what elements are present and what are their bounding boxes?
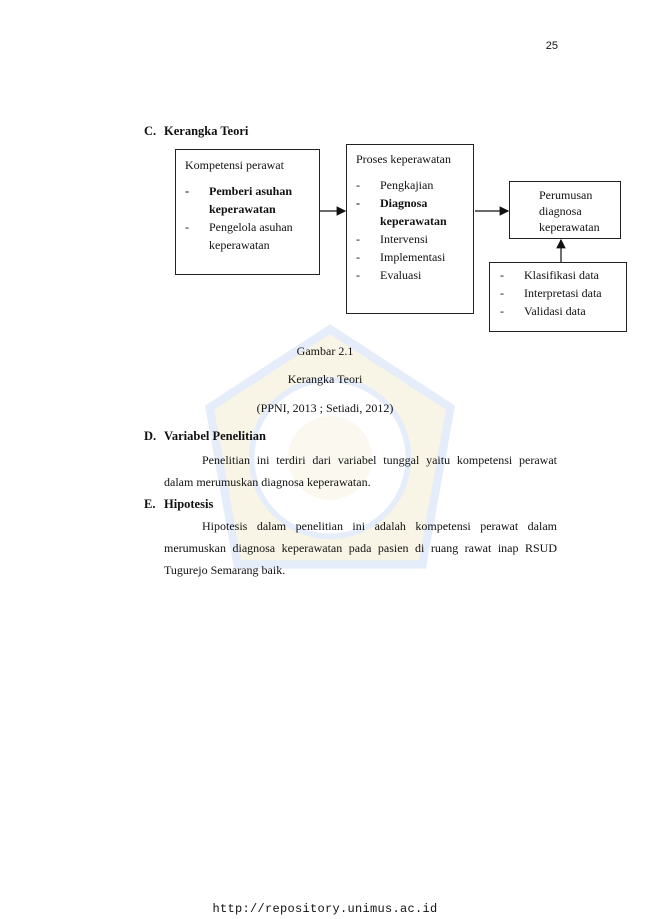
klasifikasi-item: Interpretasi data <box>500 284 616 302</box>
proses-item: Pengkajian <box>356 176 464 194</box>
section-c-number: C. <box>144 124 157 138</box>
section-d-paragraph: Penelitian ini terdiri dari variabel tun… <box>164 453 557 489</box>
section-d-heading: D. Variabel Penelitian <box>144 429 266 444</box>
section-e-paragraph: Hipotesis dalam penelitian ini adalah ko… <box>164 519 557 577</box>
footer-url: http://repository.unimus.ac.id <box>212 902 438 916</box>
section-d-number: D. <box>144 429 157 443</box>
section-e-heading: E. Hipotesis <box>144 497 213 512</box>
klasifikasi-item: Validasi data <box>500 302 616 320</box>
university-seal-watermark <box>204 324 456 569</box>
proses-item: Evaluasi <box>356 266 464 284</box>
figure-source: (PPNI, 2013 ; Setiadi, 2012) <box>256 401 394 415</box>
page-number: 25 <box>545 40 558 52</box>
klasifikasi-data-box: Klasifikasi data Interpretasi data Valid… <box>489 262 627 332</box>
proses-keperawatan-box: Proses keperawatan Pengkajian Diagnosa k… <box>346 144 474 314</box>
proses-title: Proses keperawatan <box>356 152 451 166</box>
proses-item: Diagnosa keperawatan <box>356 194 464 230</box>
kompetensi-item: Pemberi asuhan keperawatan <box>185 182 310 218</box>
kompetensi-item: Pengelola asuhan keperawatan <box>185 218 310 254</box>
section-e-title: Hipotesis <box>164 497 214 511</box>
figure-title: Kerangka Teori <box>287 372 363 386</box>
klasifikasi-item: Klasifikasi data <box>500 266 616 284</box>
perumusan-diagnosa-box: Perumusan diagnosa keperawatan <box>509 181 621 239</box>
kompetensi-perawat-box: Kompetensi perawat Pemberi asuhan kepera… <box>175 149 320 275</box>
figure-number: Gambar 2.1 <box>296 344 354 358</box>
section-e-number: E. <box>144 497 156 511</box>
proses-item: Implementasi <box>356 248 464 266</box>
perumusan-text: Perumusan diagnosa keperawatan <box>539 188 600 234</box>
proses-item: Intervensi <box>356 230 464 248</box>
section-d-title: Variabel Penelitian <box>164 429 266 443</box>
kompetensi-title: Kompetensi perawat <box>185 158 284 172</box>
section-c-title: Kerangka Teori <box>164 124 249 138</box>
section-c-heading: C. Kerangka Teori <box>144 124 248 139</box>
